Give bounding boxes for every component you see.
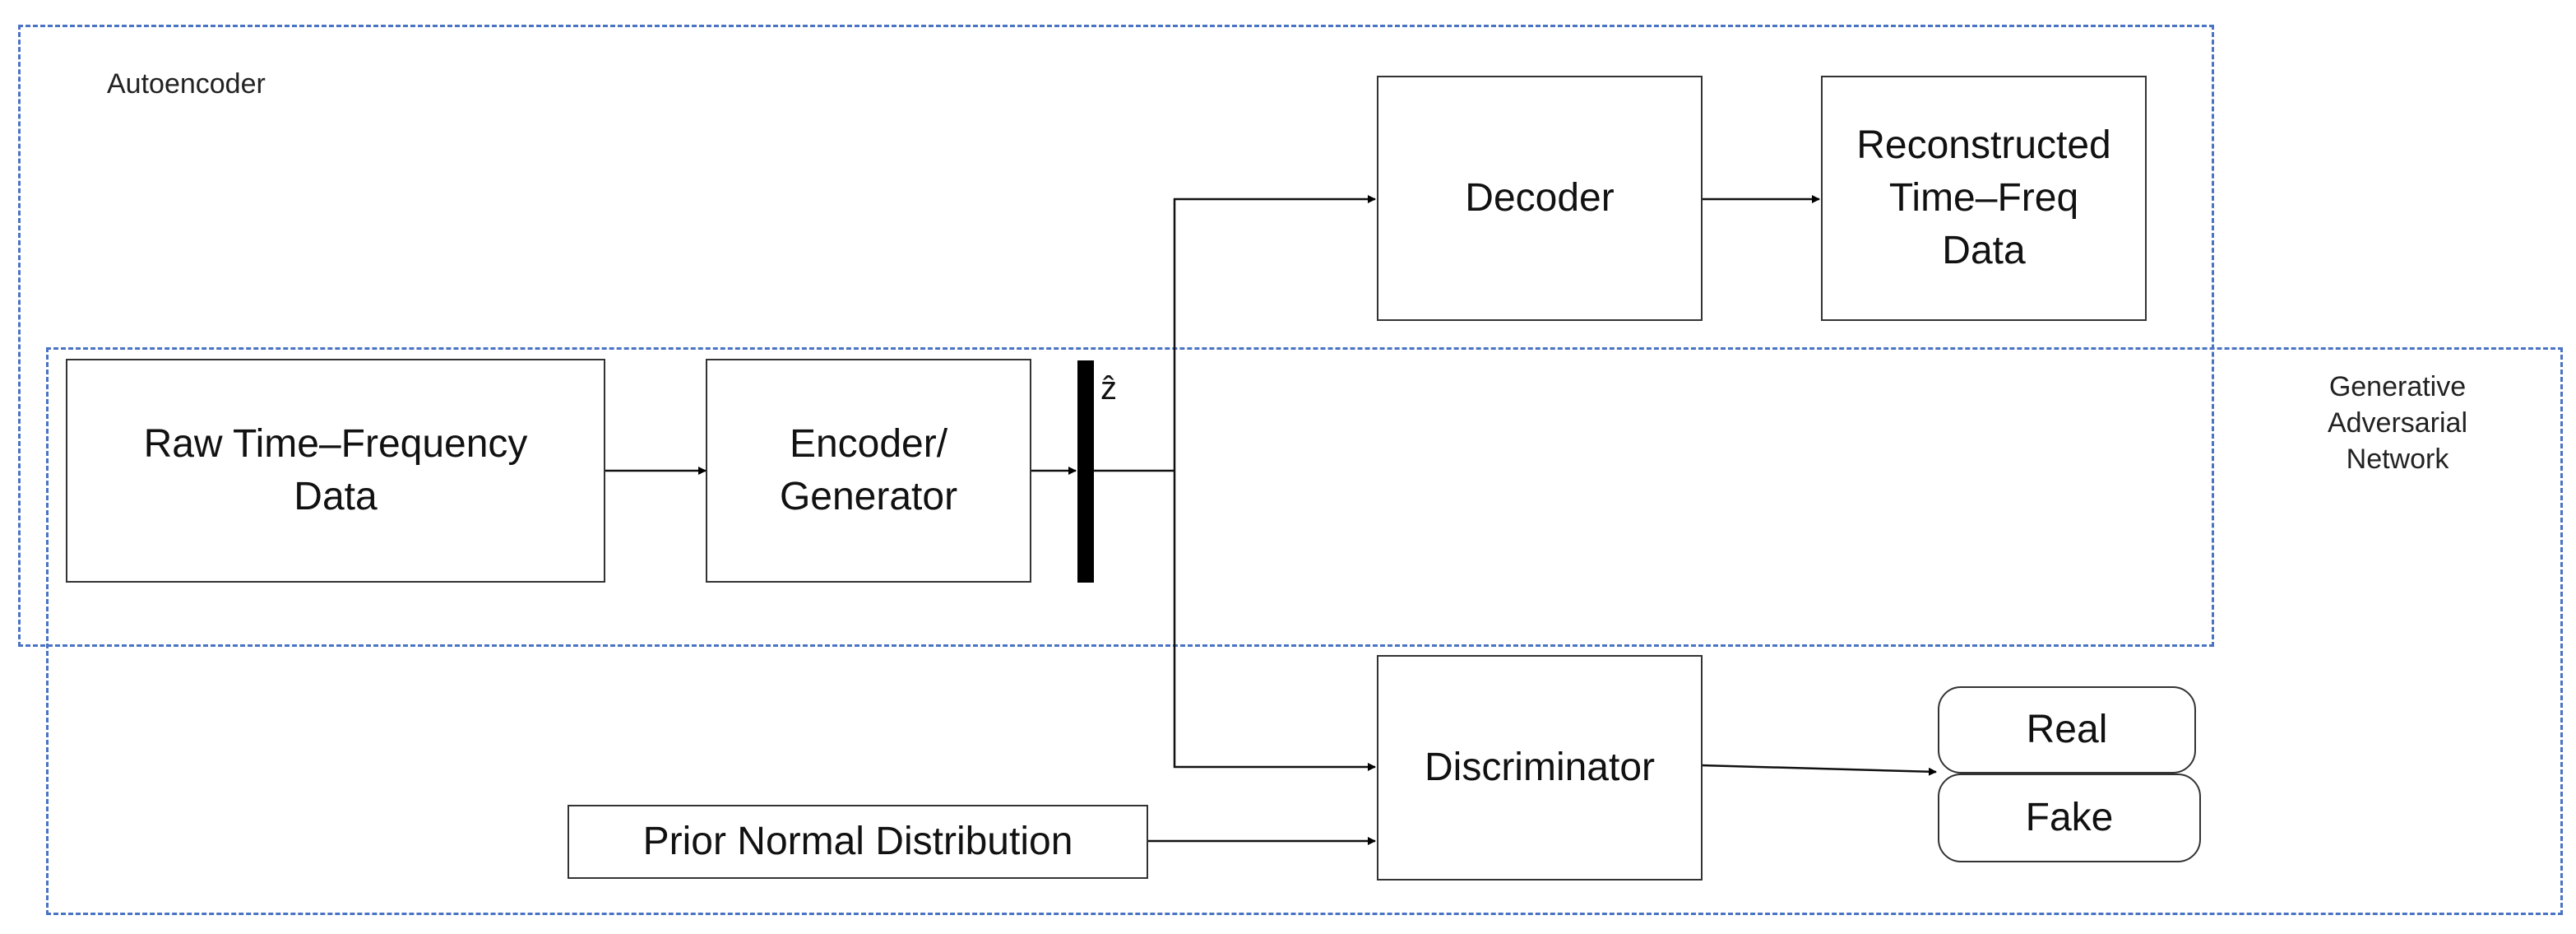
edge-latent-to-decoder [1173, 195, 1376, 471]
edge-discriminator-to-real [1700, 764, 1937, 776]
gan-region [46, 347, 2563, 915]
edge-latent-to-discriminator [1173, 471, 1376, 771]
reconstructed-data-box: Reconstructed Time–Freq Data [1821, 76, 2147, 321]
encoder-generator-box: Encoder/ Generator [706, 359, 1031, 583]
real-output-box: Real [1938, 686, 2196, 774]
raw-data-box: Raw Time–Frequency Data [66, 359, 605, 583]
latent-z-hat-label: ẑ [1100, 370, 1117, 407]
latent-vector-bar [1077, 360, 1094, 583]
discriminator-box: Discriminator [1377, 655, 1703, 881]
decoder-box: Decoder [1377, 76, 1703, 321]
autoencoder-region [18, 25, 2214, 647]
prior-distribution-box: Prior Normal Distribution [568, 805, 1148, 879]
autoencoder-label: Autoencoder [107, 68, 266, 100]
fake-output-box: Fake [1938, 774, 2201, 862]
gan-label: Generative Adversarial Network [2327, 371, 2468, 475]
